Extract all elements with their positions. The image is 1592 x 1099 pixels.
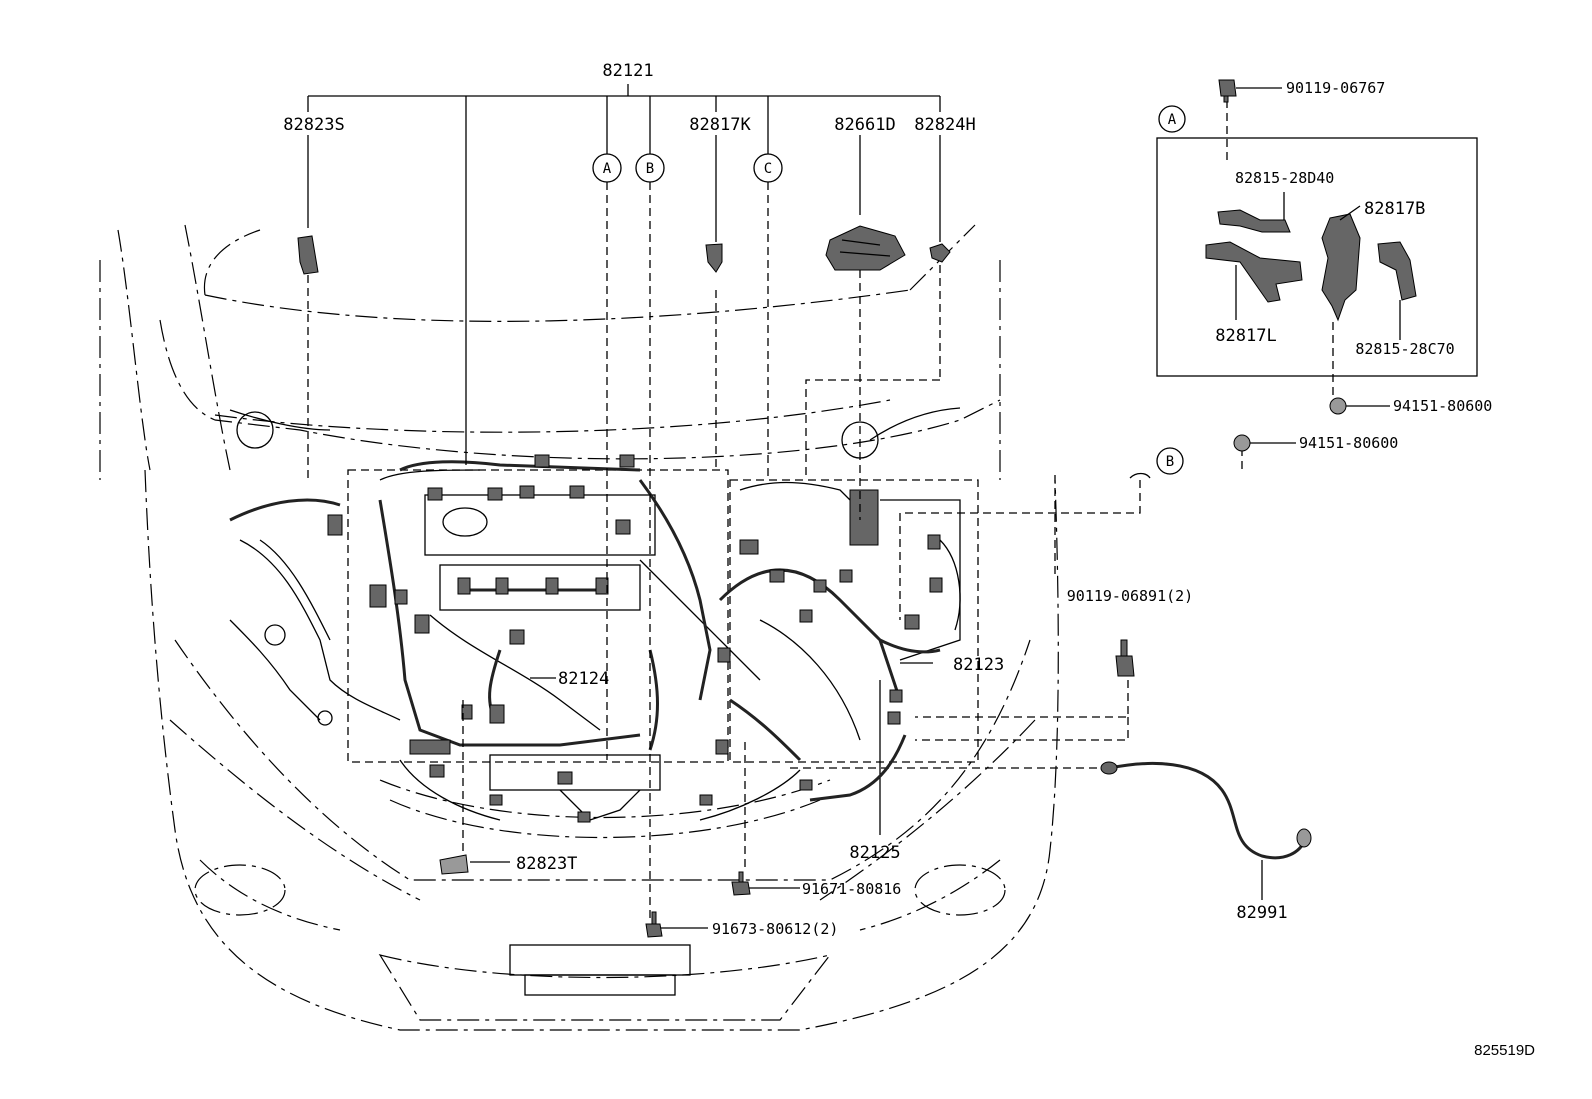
detail-b-clip-outline xyxy=(1129,472,1151,479)
part-82824H-clip xyxy=(929,243,951,263)
label-82817L: 82817L xyxy=(1215,326,1276,346)
label-82823S: 82823S xyxy=(283,115,344,135)
label-82817K: 82817K xyxy=(689,115,751,135)
callout-b-label: B xyxy=(646,161,654,177)
label-94151-80600-b: 94151-80600 xyxy=(1299,434,1398,452)
part-90119-06767-bolt xyxy=(1218,79,1237,103)
part-82125-harness xyxy=(809,734,907,802)
label-82815-28C70: 82815-28C70 xyxy=(1355,340,1454,358)
callout-a-circle: A xyxy=(592,153,622,183)
label-91673-80612: 91673-80612(2) xyxy=(712,920,838,938)
label-82991: 82991 xyxy=(1236,903,1287,923)
label-91671-80816: 91671-80816 xyxy=(802,880,901,898)
diagram-reference-code: 825519D xyxy=(1474,1042,1535,1059)
part-82661D-relay-block xyxy=(825,225,906,271)
callout-c-circle: C xyxy=(753,153,783,183)
label-82123: 82123 xyxy=(953,655,1004,675)
detail-b-callout-label: B xyxy=(1166,454,1174,470)
part-82817K-clip xyxy=(705,243,723,273)
label-82661D: 82661D xyxy=(834,115,895,135)
label-90119-06891: 90119-06891(2) xyxy=(1067,587,1193,605)
callout-b-circle: B xyxy=(635,153,665,183)
part-91671-bolt xyxy=(731,871,751,896)
connector-blocks xyxy=(327,454,943,823)
part-82823S-grommet xyxy=(297,235,319,275)
detail-a-callout-circle: A xyxy=(1158,105,1186,133)
part-94151-nut-b xyxy=(1233,434,1251,452)
label-82121: 82121 xyxy=(602,61,653,81)
main-harness-leaders xyxy=(307,84,941,465)
part-labels: 82121 82823S 82817K 82661D 82824H 82124 … xyxy=(283,61,1535,1059)
callout-c-label: C xyxy=(764,161,772,177)
callout-a-label: A xyxy=(603,161,612,177)
part-91673-bolt xyxy=(645,911,663,938)
engine-bay xyxy=(229,407,979,823)
part-94151-nut-a xyxy=(1329,397,1347,415)
label-82817B: 82817B xyxy=(1364,199,1425,219)
label-82815-28D40: 82815-28D40 xyxy=(1235,169,1334,187)
label-90119-06767: 90119-06767 xyxy=(1286,79,1385,97)
detail-a-callout-label: A xyxy=(1168,112,1177,128)
part-90119-06891-bolt xyxy=(1115,639,1135,677)
detail-view-a xyxy=(1156,137,1478,377)
part-leaders xyxy=(307,87,1390,929)
detail-b-callout-circle: B xyxy=(1156,447,1184,475)
label-82824H: 82824H xyxy=(914,115,975,135)
label-82125: 82125 xyxy=(849,843,900,863)
label-82124: 82124 xyxy=(558,669,609,689)
part-82823T-cover xyxy=(439,854,469,875)
part-82991-ground-strap xyxy=(1100,761,1312,860)
vehicle-front-outline xyxy=(99,224,1059,1031)
label-94151-80600-a: 94151-80600 xyxy=(1393,397,1492,415)
label-82823T: 82823T xyxy=(516,854,577,874)
